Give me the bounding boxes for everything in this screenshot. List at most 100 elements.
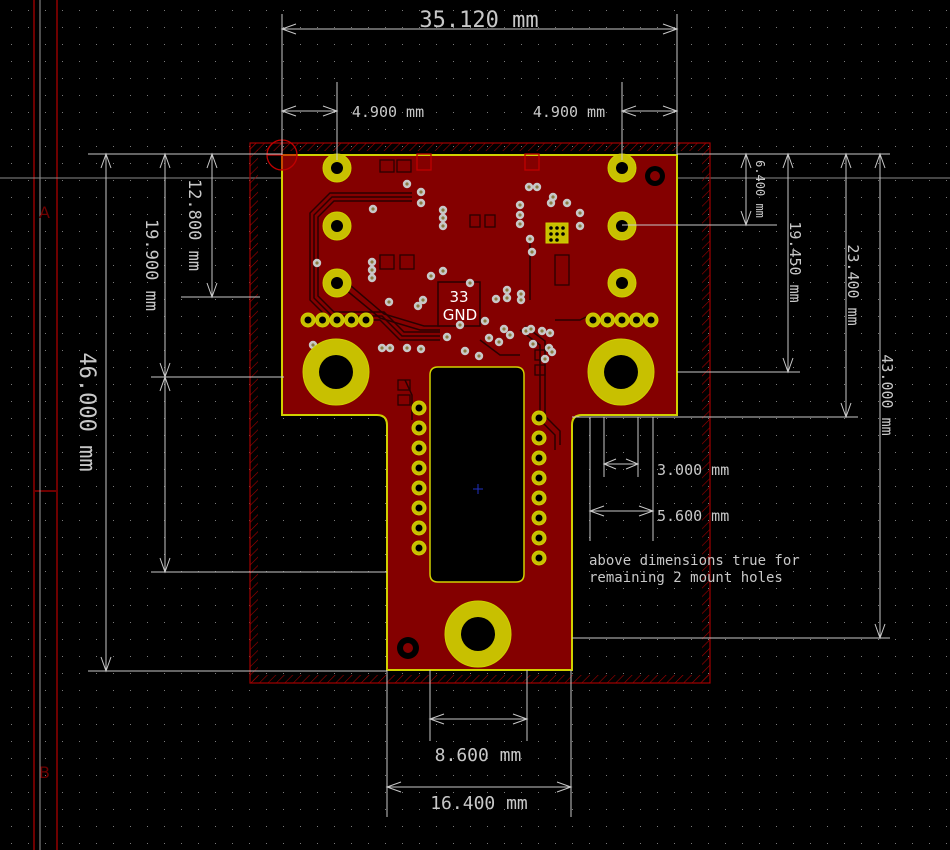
edge-cuts-outline	[281, 154, 678, 671]
module-pad	[531, 530, 547, 546]
via	[416, 187, 426, 197]
via	[494, 337, 504, 347]
dim-hole-pad[interactable]: 5.600 mm	[657, 507, 729, 525]
via	[547, 347, 557, 357]
module-pad	[531, 410, 547, 426]
header-pad	[322, 268, 352, 298]
via	[491, 294, 501, 304]
through-hole-pads	[300, 153, 659, 566]
pin-row-pad	[300, 312, 316, 328]
mcu-chip[interactable]: 33 GND	[437, 281, 481, 327]
via	[548, 192, 558, 202]
via	[545, 328, 555, 338]
sensor-footprint[interactable]	[545, 222, 569, 244]
pin-row-pad	[344, 312, 359, 328]
via	[562, 198, 572, 208]
note-line-1[interactable]: above dimensions true for	[589, 553, 800, 569]
via	[426, 271, 436, 281]
mount-hole-right[interactable]	[587, 338, 655, 406]
via	[367, 273, 377, 283]
via	[377, 343, 387, 353]
module-pad	[531, 470, 547, 486]
module-pad	[531, 510, 547, 526]
module-pad	[411, 500, 427, 516]
module-cutout	[429, 366, 525, 583]
via	[575, 221, 585, 231]
dim-right-to-bottom-hole[interactable]: 43.000 mm	[878, 354, 896, 435]
module-pad	[411, 460, 427, 476]
via	[480, 316, 490, 326]
page-frame: A B	[33, 0, 58, 850]
via	[516, 295, 526, 305]
via	[312, 258, 322, 268]
smd-components	[379, 153, 570, 406]
via	[438, 205, 448, 215]
pin-row-pad	[358, 312, 374, 328]
module-pad	[411, 540, 427, 556]
via	[384, 297, 394, 307]
cursor-crosshair-icon	[473, 484, 483, 494]
dim-left-header-to-row[interactable]: 12.800 mm	[184, 179, 204, 271]
dim-left-hole-inset[interactable]: 4.900 mm	[352, 103, 424, 121]
silkscreen-label-gnd: GND	[443, 306, 477, 324]
via	[402, 179, 412, 189]
via	[525, 234, 535, 244]
dim-right-to-shoulder[interactable]: 23.400 mm	[844, 244, 862, 325]
dim-top-width[interactable]: 35.120 mm	[419, 8, 538, 33]
dim-right-to-hole[interactable]: 19.450 mm	[786, 221, 804, 302]
via	[515, 219, 525, 229]
note-line-2[interactable]: remaining 2 mount holes	[589, 570, 783, 586]
pin-row-pad	[643, 312, 659, 328]
via	[418, 295, 428, 305]
via	[524, 182, 534, 192]
via	[416, 344, 426, 354]
mount-hole-bottom[interactable]	[444, 600, 512, 668]
via	[413, 301, 423, 311]
module-pad	[411, 520, 427, 536]
npth-hole-top-right	[645, 166, 665, 186]
via	[526, 324, 536, 334]
mount-hole-left[interactable]	[302, 338, 370, 406]
via	[515, 210, 525, 220]
pin-row-pad	[629, 312, 644, 328]
pin-row-pad	[585, 312, 601, 328]
dim-right-first-pin[interactable]: 6.400 mm	[753, 160, 767, 218]
dim-left-total-height[interactable]: 46.000 mm	[74, 352, 99, 471]
pin-row-pad	[329, 312, 345, 328]
frame-row-label-a: A	[39, 203, 50, 222]
module-pad	[411, 440, 427, 456]
via	[416, 198, 426, 208]
header-pad	[322, 153, 352, 183]
header-pad	[607, 268, 637, 298]
via	[438, 213, 448, 223]
via	[502, 293, 512, 303]
pin-row-pad	[315, 312, 330, 328]
courtyard-outline	[249, 142, 711, 684]
silkscreen-label-33: 33	[449, 288, 468, 306]
via	[442, 332, 452, 342]
via	[528, 339, 538, 349]
dim-left-top-to-hole[interactable]: 19.900 mm	[141, 219, 161, 311]
via	[368, 204, 378, 214]
frame-row-label-b: B	[39, 763, 50, 782]
via	[499, 324, 509, 334]
dim-hole-drill[interactable]: 3.000 mm	[657, 461, 729, 479]
via	[460, 346, 470, 356]
via	[516, 289, 526, 299]
npth-hole-bottom-left	[397, 637, 419, 659]
pin-row-pad	[600, 312, 615, 328]
header-pad	[607, 211, 637, 241]
via	[532, 182, 542, 192]
module-pad	[531, 450, 547, 466]
dim-bottom-hole-span[interactable]: 8.600 mm	[435, 745, 522, 766]
via	[537, 326, 547, 336]
via	[438, 266, 448, 276]
via	[367, 265, 377, 275]
via	[465, 278, 475, 288]
dim-right-hole-inset[interactable]: 4.900 mm	[533, 103, 605, 121]
dim-bottom-tab-width[interactable]: 16.400 mm	[430, 793, 528, 814]
header-pad	[322, 211, 352, 241]
vias	[308, 179, 585, 364]
via	[385, 343, 395, 353]
